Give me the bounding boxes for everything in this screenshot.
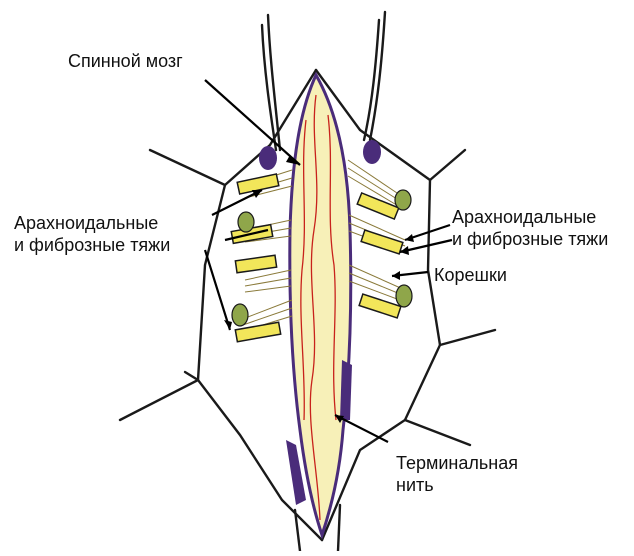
nerve-roots-right — [348, 160, 405, 302]
label-arachnoid-left-line1: Арахноидальные — [14, 212, 170, 234]
label-arachnoid-left-line2: и фиброзные тяжи — [14, 234, 170, 256]
nerve-roots-left — [240, 170, 292, 332]
label-arachnoid-left: Арахноидальные и фиброзные тяжи — [14, 212, 170, 256]
label-spinal-cord: Спинной мозг — [68, 50, 183, 72]
leader-spinal-cord — [205, 80, 300, 165]
label-arachnoid-right-line1: Арахноидальные — [452, 206, 608, 228]
leader-arachnoid-left-3 — [205, 250, 230, 330]
label-filum-terminale: Терминальная нить — [396, 452, 518, 496]
label-arachnoid-right-line2: и фиброзные тяжи — [452, 228, 608, 250]
label-filum-line2: нить — [396, 474, 518, 496]
label-filum-line1: Терминальная — [396, 452, 518, 474]
label-spinal-cord-text: Спинной мозг — [68, 50, 183, 72]
label-roots-text: Корешки — [434, 264, 507, 286]
label-roots: Корешки — [434, 264, 507, 286]
label-arachnoid-right: Арахноидальные и фиброзные тяжи — [452, 206, 608, 250]
